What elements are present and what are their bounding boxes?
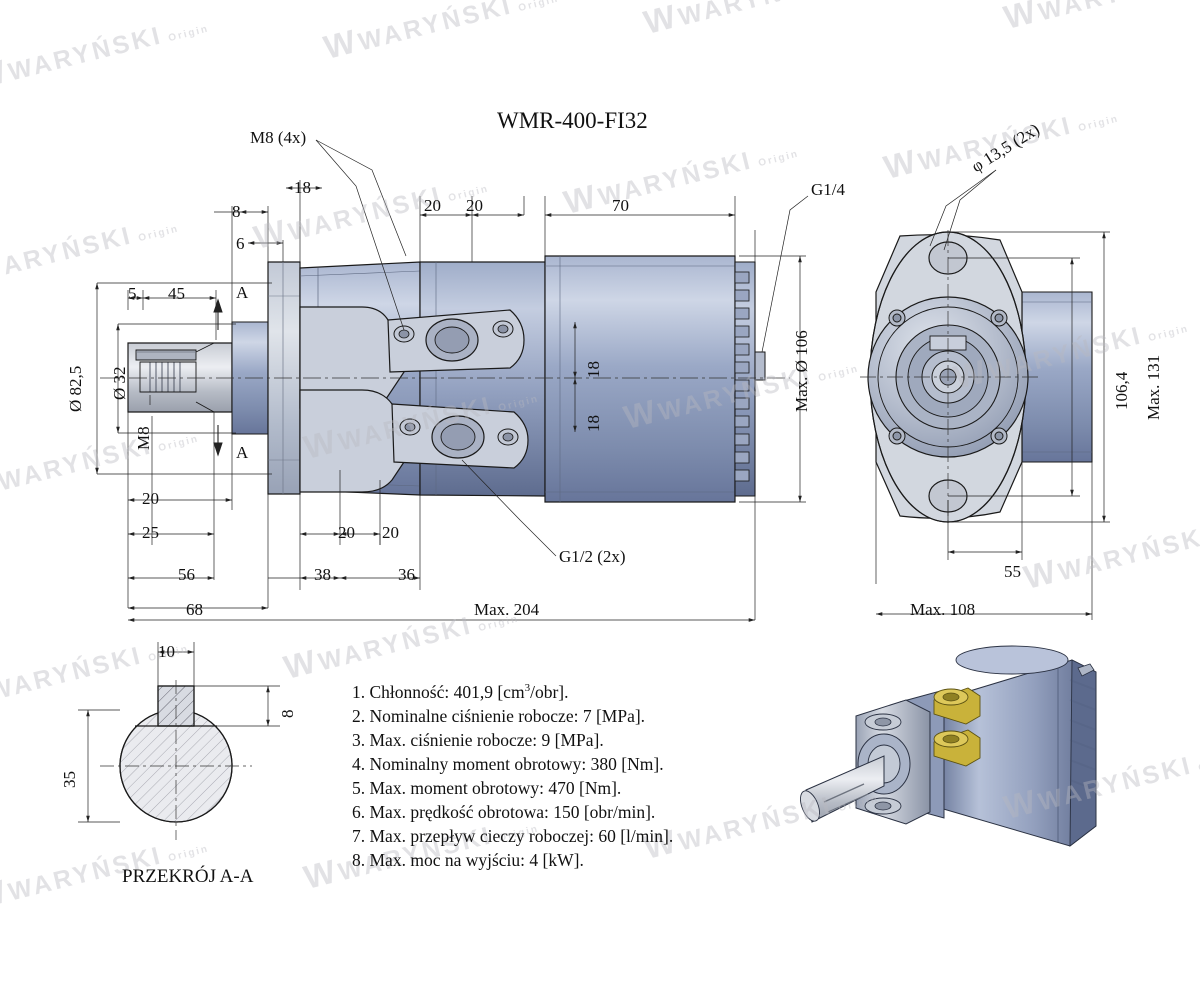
dim-max-131: Max. 131	[1144, 354, 1163, 420]
dim-20-bottom-a: 20	[338, 523, 355, 542]
dim-20-top-b: 20	[466, 196, 483, 215]
dim-18-inner-b: 18	[584, 415, 603, 432]
spec-item-3: 3. Max. ciśnienie robocze: 9 [MPa].	[352, 730, 604, 751]
dim-18-inner-a: 18	[584, 361, 603, 378]
dim-36: 36	[398, 565, 415, 584]
dim-6: 6	[236, 234, 245, 253]
callout-m8-4x: M8 (4x)	[250, 128, 307, 147]
spec-1-sup: 3	[524, 682, 531, 695]
spec-6-value: 150 [obr/min].	[553, 802, 656, 822]
spec-3-label: Max. ciśnienie robocze:	[369, 730, 538, 750]
spec-2-value: 7 [MPa].	[582, 706, 646, 726]
spec-1-value: 401,9 [cm	[453, 682, 525, 702]
spec-7-label: Max. przepływ cieczy roboczej:	[369, 826, 594, 846]
spec-1-tail: /obr].	[530, 682, 569, 702]
spec-item-8: 8. Max. moc na wyjściu: 4 [kW].	[352, 850, 584, 871]
spec-6-label: Max. prędkość obrotowa:	[369, 802, 549, 822]
spec-item-1: 1. Chłonność: 401,9 [cm3/obr].	[352, 682, 568, 703]
dim-35: 35	[60, 771, 79, 788]
dim-10: 10	[158, 642, 175, 661]
side-view-dimensions	[95, 139, 809, 622]
dim-8-key: 8	[278, 709, 297, 719]
spec-5-label: Max. moment obrotowy:	[369, 778, 545, 798]
spec-item-4: 4. Nominalny moment obrotowy: 380 [Nm].	[352, 754, 664, 775]
spec-3-value: 9 [MPa].	[541, 730, 604, 750]
dim-diam-32: Ø 32	[110, 366, 129, 400]
dim-max-108: Max. 108	[910, 600, 976, 619]
dim-25: 25	[142, 523, 159, 542]
section-mark-a-bottom: A	[236, 443, 249, 462]
spec-5-n: 5.	[352, 778, 366, 798]
spec-4-value: 380 [Nm].	[590, 754, 664, 774]
dim-20-left: 20	[142, 489, 159, 508]
dim-max-diam-106: Max. Ø 106	[792, 330, 811, 412]
spec-5-value: 470 [Nm].	[548, 778, 622, 798]
dim-8: 8	[232, 202, 241, 221]
section-aa-title: PRZEKRÓJ A-A	[122, 866, 254, 887]
spec-item-2: 2. Nominalne ciśnienie robocze: 7 [MPa].	[352, 706, 645, 727]
callout-g14: G1/4	[811, 180, 845, 199]
spec-2-label: Nominalne ciśnienie robocze:	[369, 706, 579, 726]
isometric-motor-view	[800, 645, 1097, 847]
dim-diam-82-5: Ø 82,5	[66, 365, 85, 412]
section-aa-geometry	[100, 680, 252, 840]
spec-1-label: Chłonność:	[369, 682, 450, 702]
spec-4-label: Nominalny moment obrotowy:	[369, 754, 587, 774]
dim-max-204: Max. 204	[474, 600, 540, 619]
dim-68: 68	[186, 600, 203, 619]
spec-8-n: 8.	[352, 850, 366, 870]
spec-item-6: 6. Max. prędkość obrotowa: 150 [obr/min]…	[352, 802, 655, 823]
dim-106-4: 106,4	[1112, 371, 1131, 410]
front-view-dimensions	[875, 169, 1110, 620]
dim-70: 70	[612, 196, 629, 215]
dim-55: 55	[1004, 562, 1021, 581]
spec-8-value: 4 [kW].	[529, 850, 584, 870]
spec-7-value: 60 [l/min].	[598, 826, 674, 846]
dim-56: 56	[178, 565, 195, 584]
spec-item-7: 7. Max. przepływ cieczy roboczej: 60 [l/…	[352, 826, 673, 847]
side-view-geometry	[100, 255, 790, 503]
spec-1-n: 1.	[352, 682, 366, 702]
section-mark-a-top: A	[236, 283, 249, 302]
dim-18-top: 18	[294, 178, 311, 197]
spec-8-label: Max. moc na wyjściu:	[369, 850, 526, 870]
dim-20-bottom-b: 20	[382, 523, 399, 542]
spec-6-n: 6.	[352, 802, 366, 822]
spec-item-5: 5. Max. moment obrotowy: 470 [Nm].	[352, 778, 621, 799]
callout-m8-shaft: M8	[134, 426, 153, 450]
spec-7-n: 7.	[352, 826, 366, 846]
dim-5: 5	[128, 284, 137, 303]
spec-4-n: 4.	[352, 754, 366, 774]
section-arrows	[213, 298, 223, 457]
page-title: WMR-400-FI32	[497, 108, 648, 133]
front-view-geometry	[860, 230, 1093, 524]
spec-2-n: 2.	[352, 706, 366, 726]
section-aa-dimensions	[78, 642, 280, 823]
dim-20-top-a: 20	[424, 196, 441, 215]
callout-g12-2x: G1/2 (2x)	[559, 547, 626, 566]
spec-3-n: 3.	[352, 730, 366, 750]
dim-38: 38	[314, 565, 331, 584]
dim-45: 45	[168, 284, 185, 303]
